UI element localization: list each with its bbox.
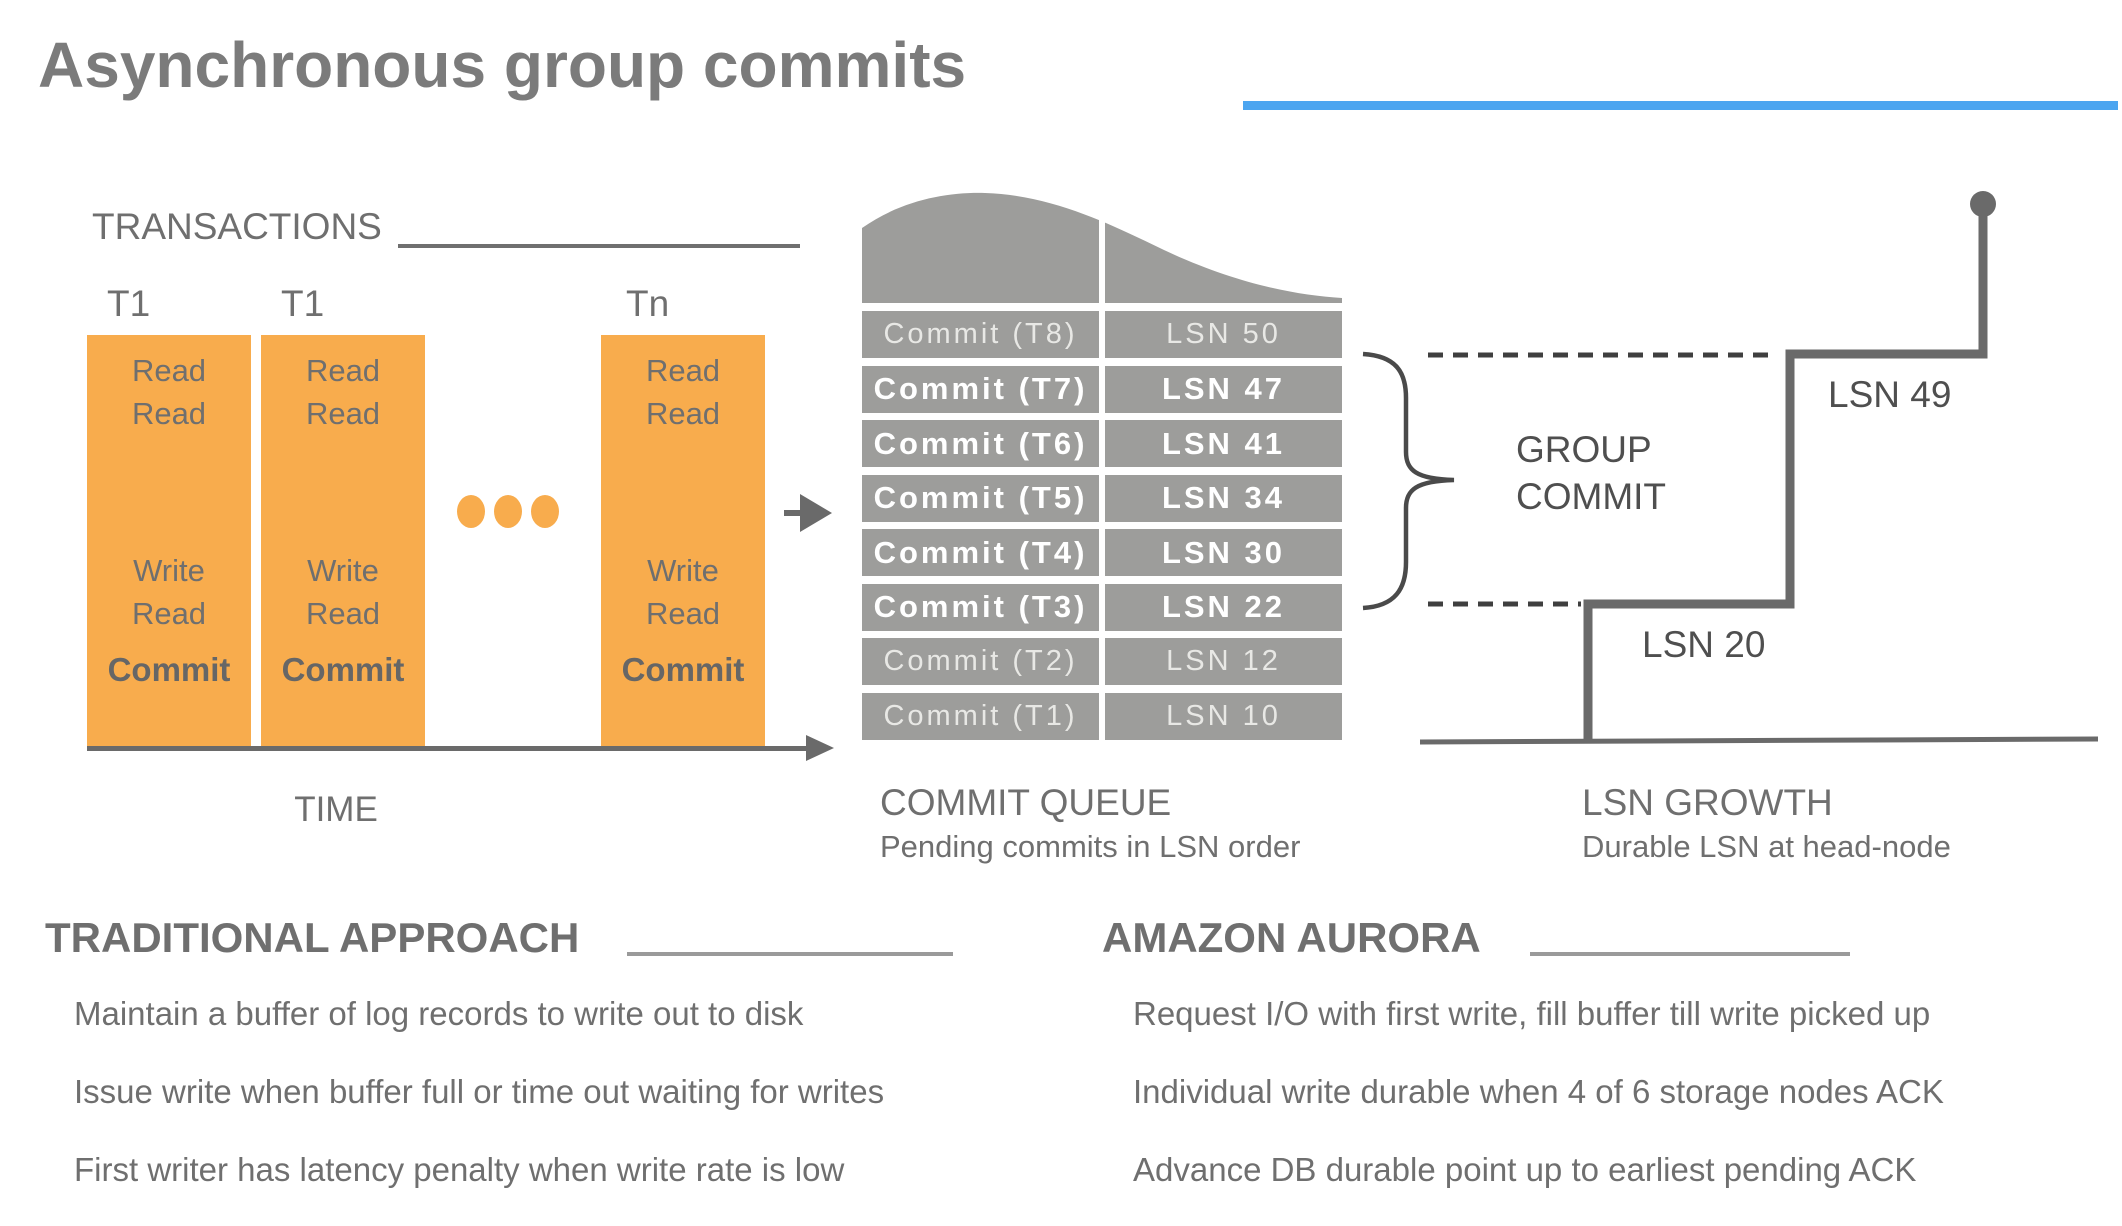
ellipsis-dot <box>531 495 559 528</box>
transaction-label: T1 <box>281 283 325 324</box>
traditional-point: First writer has latency penalty when wr… <box>74 1151 845 1188</box>
lsn-growth-subheading: Durable LSN at head-node <box>1582 829 1951 864</box>
aurora-point: Advance DB durable point up to earliest … <box>1133 1151 1917 1188</box>
time-axis-arrowhead-icon <box>806 735 834 761</box>
op-read: Read <box>131 596 207 631</box>
op-read: Read <box>131 353 207 388</box>
lsn-49-label: LSN 49 <box>1828 374 1952 415</box>
group-commit-label: GROUP COMMIT <box>1516 426 1666 520</box>
queue-row: Commit (T2)LSN 12 <box>862 638 1342 685</box>
queue-row: Commit (T8)LSN 50 <box>862 311 1342 358</box>
queue-row: Commit (T3)LSN 22 <box>862 583 1342 631</box>
traditional-point: Issue write when buffer full or time out… <box>74 1073 885 1110</box>
op-read: Read <box>645 596 721 631</box>
ellipsis-dot <box>494 495 522 528</box>
op-read: Read <box>305 396 381 431</box>
op-commit: Commit <box>107 651 231 688</box>
queue-commit-cell: Commit (T5) <box>862 474 1099 522</box>
queue-commit-cell: Commit (T2) <box>862 638 1099 685</box>
queue-commit-cell: Commit (T7) <box>862 365 1099 413</box>
queue-lsn-cell: LSN 34 <box>1105 474 1342 522</box>
queue-row: Commit (T6)LSN 41 <box>862 420 1342 467</box>
lsn-growth-chart <box>1419 191 2099 745</box>
queue-row: Commit (T1)LSN 10 <box>862 692 1342 740</box>
op-read: Read <box>305 596 381 631</box>
transaction-label: Tn <box>626 283 670 324</box>
queue-lsn-cell: LSN 22 <box>1105 583 1342 631</box>
transactions-heading-rule <box>398 244 800 248</box>
queue-commit-cell: Commit (T8) <box>862 311 1099 358</box>
op-read: Read <box>645 396 721 431</box>
queue-commit-cell: Commit (T3) <box>862 583 1099 631</box>
commit-queue-heading: COMMIT QUEUE <box>880 782 1172 823</box>
op-read: Read <box>131 396 207 431</box>
queue-lsn-cell: LSN 41 <box>1105 420 1342 467</box>
traditional-point: Maintain a buffer of log records to writ… <box>74 995 804 1032</box>
lsn-baseline <box>1419 736 2099 745</box>
group-commit-brace-icon <box>1362 351 1455 611</box>
traditional-approach-heading: TRADITIONAL APPROACH <box>45 914 580 961</box>
queue-lsn-cell: LSN 30 <box>1105 529 1342 576</box>
transactions-heading: TRANSACTIONS <box>92 206 382 247</box>
traditional-heading-rule <box>627 952 953 956</box>
queue-lsn-cell: LSN 47 <box>1105 365 1342 413</box>
transaction-box: Read Read Write Read Commit <box>87 335 251 746</box>
queue-commit-cell: Commit (T6) <box>862 420 1099 467</box>
time-axis-line <box>87 746 810 751</box>
queue-commit-cell: Commit (T4) <box>862 529 1099 576</box>
group-commit-line2: COMMIT <box>1516 476 1667 517</box>
op-write: Write <box>307 553 379 588</box>
lsn-20-label: LSN 20 <box>1642 624 1766 665</box>
lsn-head-dot <box>1970 191 1996 217</box>
op-write: Write <box>647 553 719 588</box>
queue-row: Commit (T7)LSN 47 <box>862 365 1342 413</box>
aurora-point: Individual write durable when 4 of 6 sto… <box>1133 1073 1944 1110</box>
ellipsis-dot <box>457 495 485 528</box>
title-accent-rule <box>1243 101 2118 110</box>
op-commit: Commit <box>621 651 745 688</box>
queue-lsn-cell: LSN 12 <box>1105 638 1342 685</box>
queue-inflow-wave <box>862 188 1342 306</box>
lsn-step-line <box>1583 204 1988 742</box>
op-read: Read <box>305 353 381 388</box>
transaction-label: T1 <box>107 283 151 324</box>
queue-row: Commit (T5)LSN 34 <box>862 474 1342 522</box>
commit-queue-subheading: Pending commits in LSN order <box>880 829 1301 864</box>
queue-commit-cell: Commit (T1) <box>862 692 1099 740</box>
lsn-growth-heading: LSN GROWTH <box>1582 782 1833 823</box>
amazon-aurora-heading: AMAZON AURORA <box>1102 914 1481 961</box>
flow-arrow-icon <box>784 494 832 532</box>
aurora-point: Request I/O with first write, fill buffe… <box>1133 995 1931 1032</box>
queue-row: Commit (T4)LSN 30 <box>862 529 1342 576</box>
group-commit-line1: GROUP <box>1516 429 1652 470</box>
op-read: Read <box>645 353 721 388</box>
queue-lsn-cell: LSN 10 <box>1105 692 1342 740</box>
transaction-box: Read Read Write Read Commit <box>261 335 425 746</box>
transaction-box: Read Read Write Read Commit <box>601 335 765 746</box>
op-write: Write <box>133 553 205 588</box>
page-title: Asynchronous group commits <box>38 29 967 101</box>
time-axis-label: TIME <box>294 790 378 829</box>
op-commit: Commit <box>281 651 405 688</box>
queue-lsn-cell: LSN 50 <box>1105 311 1342 358</box>
aurora-heading-rule <box>1530 952 1850 956</box>
